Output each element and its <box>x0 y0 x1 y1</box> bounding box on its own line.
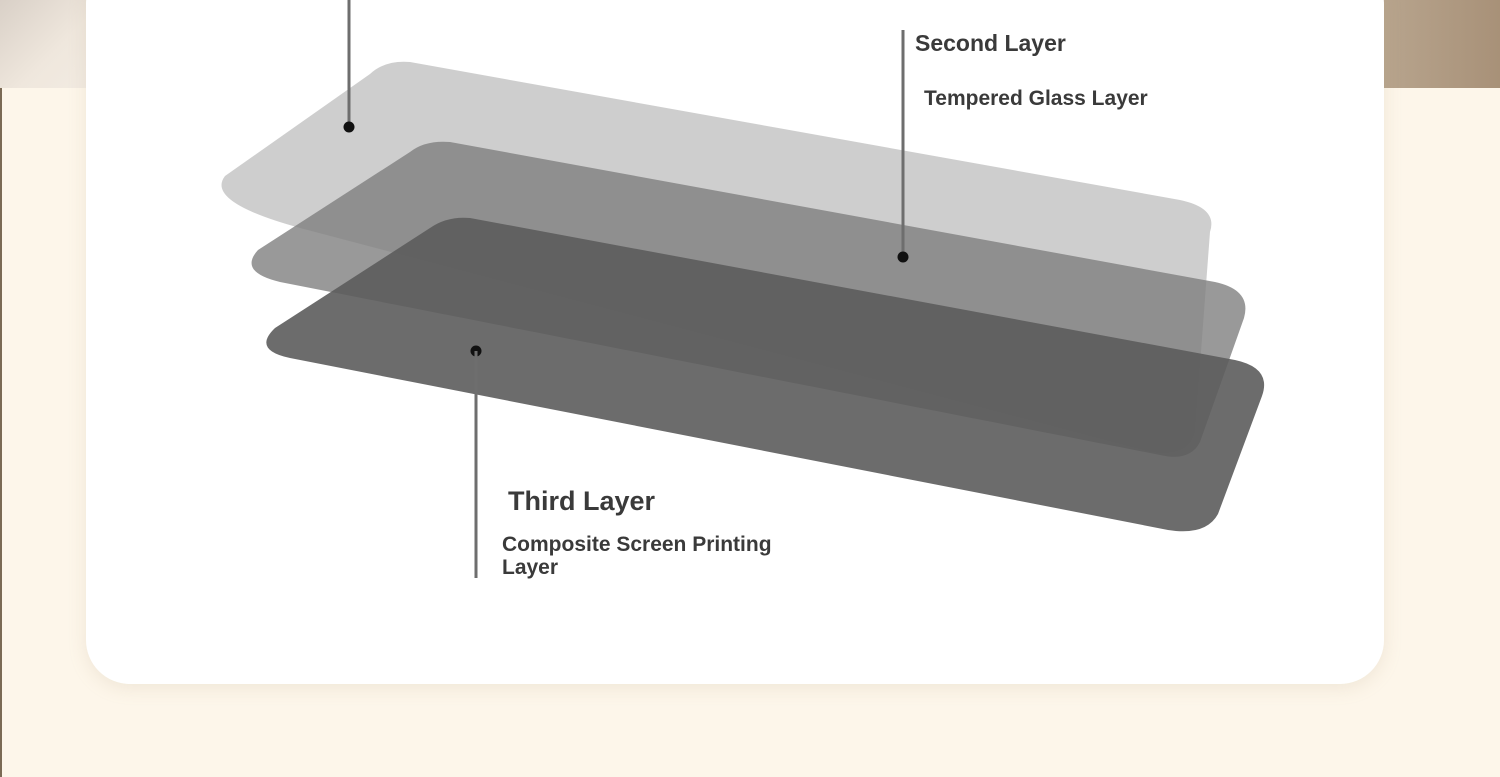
third-layer-title: Third Layer <box>508 486 656 516</box>
second-layer-title: Second Layer <box>915 30 1066 56</box>
second-layer-marker-dot <box>897 251 909 263</box>
first-layer-marker-dot <box>343 121 355 133</box>
third-layer-glass <box>266 217 1265 532</box>
background-photo-top-left <box>0 0 90 88</box>
second-layer-subtitle: Tempered Glass Layer <box>924 87 1148 110</box>
third-layer-subtitle: Composite Screen Printing Layer <box>502 533 772 579</box>
background-left-edge <box>0 88 2 777</box>
background-photo-top-right <box>1380 0 1500 88</box>
